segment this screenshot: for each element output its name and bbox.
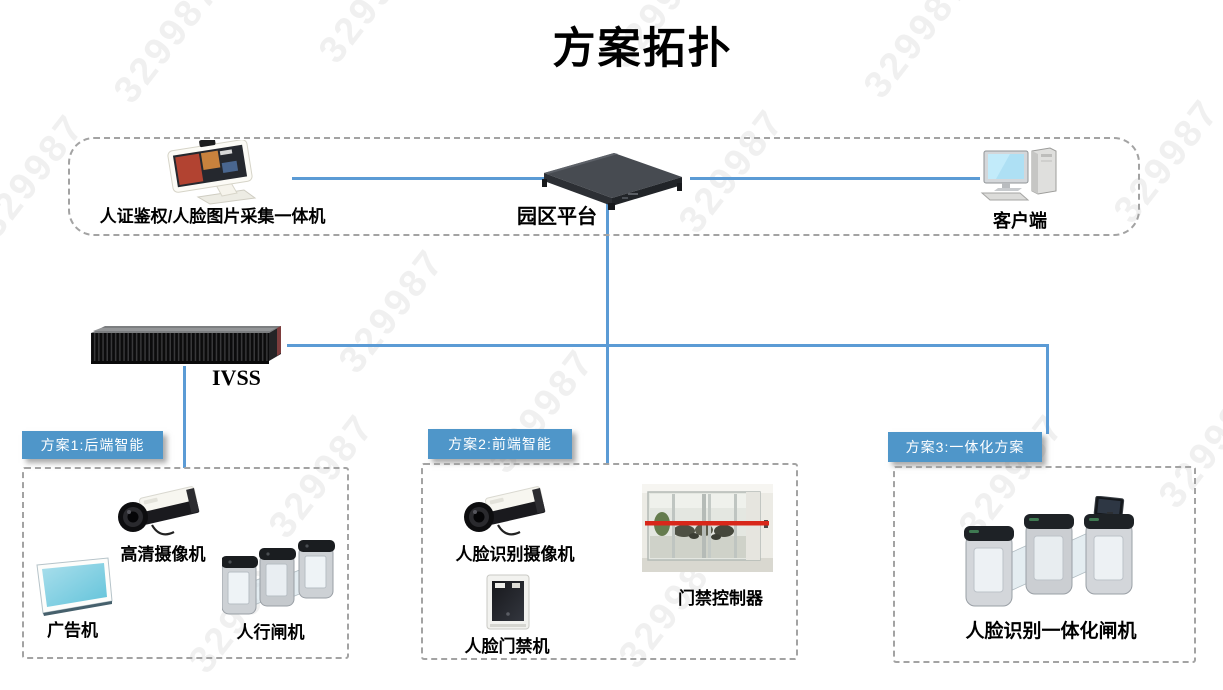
solution1-box <box>22 467 349 659</box>
face-terminal-label: 人脸门禁机 <box>464 637 550 656</box>
pedestrian-gate-label: 人行闸机 <box>236 623 305 642</box>
link-server-client <box>690 177 980 180</box>
watermark-text: 329987 <box>480 341 604 482</box>
kiosk-label: 人证鉴权/人脸图片采集一体机 <box>99 207 326 226</box>
link-kiosk-server <box>292 177 548 180</box>
server-label: 园区平台 <box>517 206 597 228</box>
platform-group-box <box>68 137 1140 236</box>
ivss-recorder-icon <box>86 320 288 368</box>
page-title: 方案拓扑 <box>552 25 733 73</box>
hd-camera-label: 高清摄像机 <box>120 545 206 564</box>
face-camera-label: 人脸识别摄像机 <box>455 545 575 564</box>
client-label: 客户端 <box>993 211 1047 231</box>
ivss-label: IVSS <box>212 365 261 390</box>
solution2-box <box>421 463 798 660</box>
link-bus-solution3 <box>1046 344 1049 434</box>
face-gate-label: 人脸识别一体化闸机 <box>965 621 1137 642</box>
door-controller-label: 门禁控制器 <box>678 589 763 608</box>
solution1-tag: 方案1:后端智能 <box>22 431 163 459</box>
link-ivss-bus <box>287 344 1049 347</box>
glass-door-photo <box>642 484 773 572</box>
link-ivss-solution1 <box>183 366 186 468</box>
solution3-box <box>893 466 1196 663</box>
swing-gate-icon <box>222 538 337 618</box>
ad-display-icon <box>34 556 114 618</box>
box-camera-icon <box>452 480 552 542</box>
id-verification-kiosk-icon <box>158 140 263 206</box>
link-server-solution2 <box>606 202 609 464</box>
box-camera-icon <box>106 480 206 542</box>
ad-player-label: 广告机 <box>47 621 98 640</box>
face-access-terminal-icon <box>486 574 530 632</box>
solution3-tag: 方案3:一体化方案 <box>888 432 1042 462</box>
face-recognition-gate-icon <box>964 496 1142 614</box>
platform-server-icon <box>532 146 692 210</box>
desktop-computer-icon <box>980 145 1064 203</box>
solution2-tag: 方案2:前端智能 <box>428 429 572 459</box>
watermark-text: 329987 <box>330 241 454 382</box>
